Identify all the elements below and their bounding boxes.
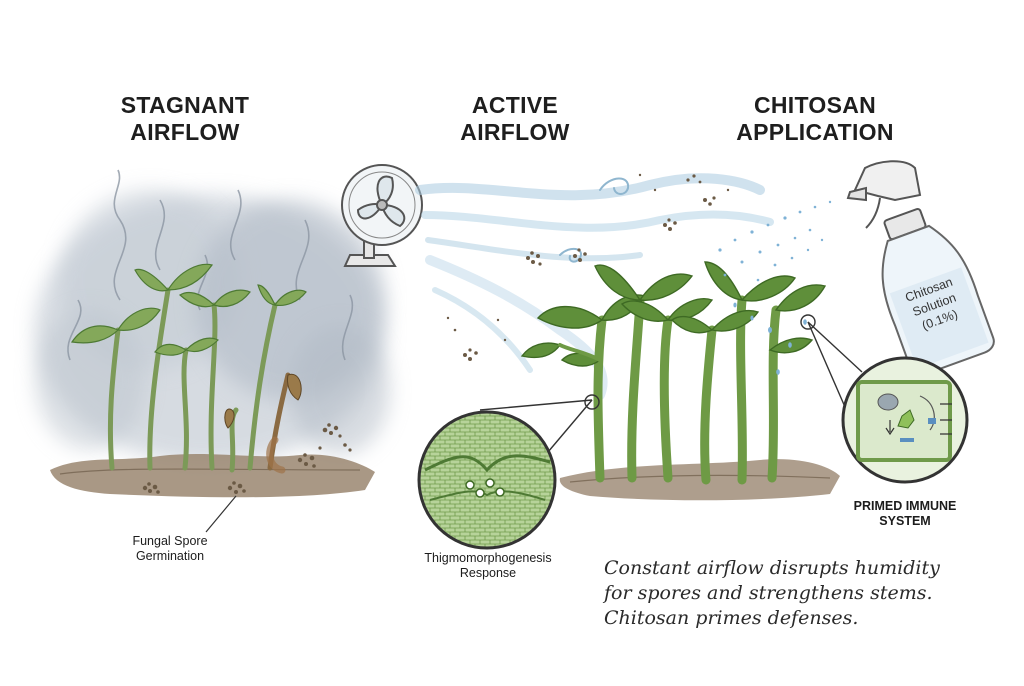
stagnant-seedlings: [70, 263, 307, 474]
title-chitosan-line2: APPLICATION: [736, 119, 894, 145]
spray-bottle-icon: [846, 160, 995, 376]
label-immune-line1: PRIMED IMMUNE: [853, 499, 957, 513]
note-line1: Constant airflow disrupts humidity: [604, 557, 940, 579]
label-fungal-line2: Germination: [135, 549, 205, 563]
label-thigmo-line1: Thigmomorphogenesis: [424, 551, 552, 565]
desk-fan-icon: [341, 164, 423, 267]
label-fungal-line1: Fungal Spore: [132, 534, 208, 548]
note-line2: for spores and strengthens stems.: [604, 582, 933, 604]
title-chitosan-application: CHITOSAN APPLICATION: [710, 92, 920, 146]
label-fungal-spore-germination: Fungal Spore Germination: [110, 534, 230, 564]
cell-icon: [800, 314, 969, 484]
label-thigmomorphogenesis-response: Thigmomorphogenesis Response: [402, 551, 574, 581]
title-active-airflow: ACTIVE AIRFLOW: [410, 92, 620, 146]
label-immune-line2: SYSTEM: [879, 514, 931, 528]
title-active-line1: ACTIVE: [471, 92, 559, 118]
thigmo-zoom: [417, 394, 600, 550]
stagnant-spore-clusters: [142, 423, 352, 494]
title-chitosan-line1: CHITOSAN: [753, 92, 877, 118]
title-stagnant-airflow: STAGNANT AIRFLOW: [80, 92, 290, 146]
spray-droplets: [718, 200, 832, 375]
title-stagnant-line2: AIRFLOW: [130, 119, 240, 145]
note-line3: Chitosan primes defenses.: [604, 607, 859, 629]
active-plants: [520, 261, 827, 485]
title-stagnant-line1: STAGNANT: [120, 92, 250, 118]
title-active-line2: AIRFLOW: [460, 119, 570, 145]
label-primed-immune-system: PRIMED IMMUNE SYSTEM: [835, 499, 975, 529]
fungal-leader-line: [205, 495, 237, 533]
summary-note: Constant airflow disrupts humidity for s…: [604, 556, 1004, 631]
airborne-spores: [446, 173, 730, 361]
label-thigmo-line2: Response: [459, 566, 517, 580]
stagnant-soil: [50, 454, 375, 498]
